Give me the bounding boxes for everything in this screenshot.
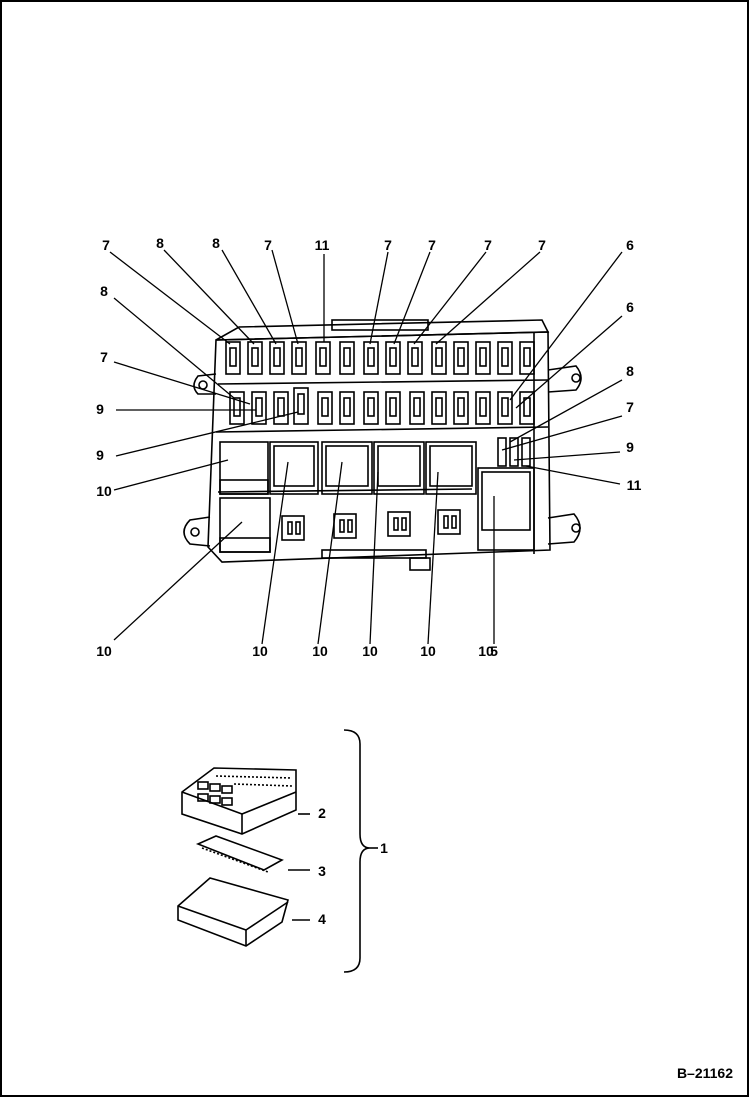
callout-label: 6 (626, 237, 634, 253)
assembly-brace (343, 729, 371, 973)
callout-label: 6 (626, 299, 634, 315)
fuse-strip-part (195, 835, 310, 873)
callout-label: 1 (380, 840, 388, 856)
callout-label: 7 (384, 237, 392, 253)
figure-reference-code: B–21162 (676, 1065, 733, 1081)
callout-label: 5 (490, 643, 498, 659)
relay-blocks (219, 441, 535, 553)
callout-label: 11 (627, 477, 642, 493)
lower-fuse-row (229, 387, 535, 425)
callout-label: 7 (538, 237, 546, 253)
callout-label: 8 (156, 235, 164, 251)
callout-label: 10 (362, 643, 378, 659)
callout-label: 10 (96, 483, 112, 499)
callout-label: 7 (484, 237, 492, 253)
callout-label: 11 (315, 237, 330, 253)
side-fuses (497, 437, 531, 467)
callout-label: 8 (100, 283, 108, 299)
callout-label: 2 (318, 805, 326, 821)
callout-label: 4 (318, 911, 326, 927)
callout-label: 7 (264, 237, 272, 253)
callout-label: 10 (252, 643, 268, 659)
callout-label: 9 (626, 439, 634, 455)
callout-label: 8 (626, 363, 634, 379)
callout-label: 10 (478, 643, 494, 659)
base-part (177, 877, 310, 947)
callout-label: 10 (312, 643, 328, 659)
callout-label: 9 (96, 401, 104, 417)
callout-label: 7 (428, 237, 436, 253)
callout-labels: 7 8 8 7 11 7 7 7 7 8 7 9 9 10 10 6 6 8 7… (96, 235, 642, 927)
leader-lines (109, 249, 623, 645)
callout-label: 7 (626, 399, 634, 415)
callout-label: 7 (102, 237, 110, 253)
cover-part (181, 767, 310, 835)
callout-label: 10 (420, 643, 436, 659)
callout-label: 9 (96, 447, 104, 463)
callout-label: 10 (96, 643, 112, 659)
upper-fuse-row (225, 341, 535, 375)
callout-label: 3 (318, 863, 326, 879)
connector-sockets (281, 509, 461, 541)
callout-label: 7 (100, 349, 108, 365)
callout-label: 8 (212, 235, 220, 251)
